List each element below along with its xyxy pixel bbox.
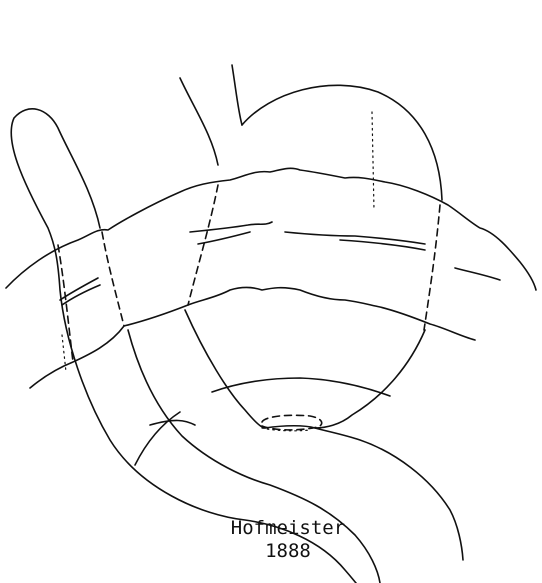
jejunal-loop — [11, 109, 463, 583]
anastomosis — [135, 378, 390, 465]
stomach-outline — [185, 85, 442, 428]
esophagus — [180, 65, 242, 165]
caption-author: Hofmeister — [231, 517, 345, 539]
resection-lines — [58, 112, 440, 372]
caption-year: 1888 — [265, 540, 311, 562]
transverse-colon — [6, 168, 536, 388]
